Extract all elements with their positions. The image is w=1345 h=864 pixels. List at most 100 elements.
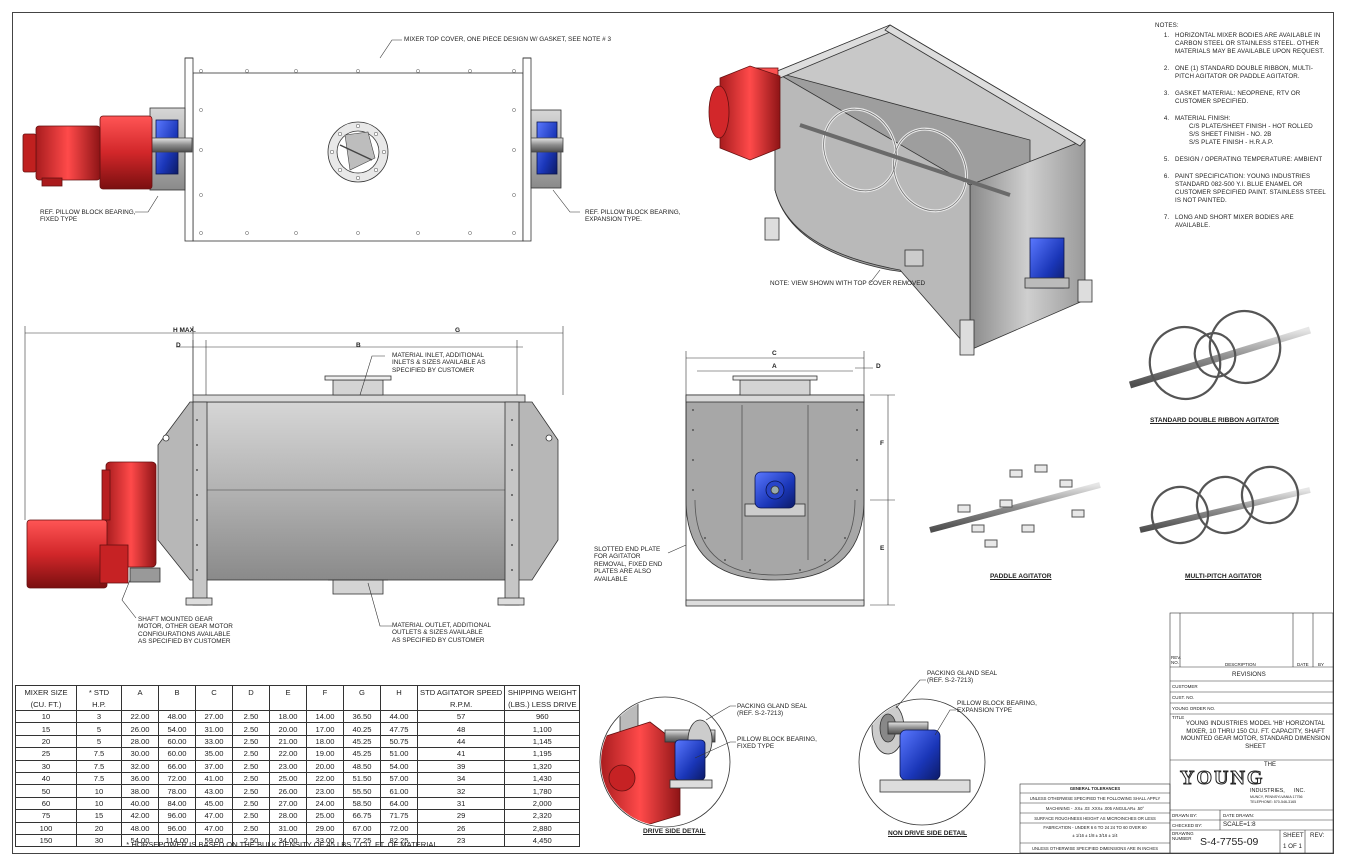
table-cell: 96.00	[158, 809, 196, 823]
table-cell: 23.00	[306, 784, 344, 798]
revisions-label: REVISIONS	[1232, 671, 1266, 678]
table-cell: 31	[416, 796, 506, 811]
column-header: C	[195, 685, 233, 698]
gear-motor-callout: SHAFT MOUNTED GEAR MOTOR, OTHER GEAR MOT…	[138, 616, 233, 646]
column-subheader: (LBS.) LESS DRIVE	[504, 698, 581, 711]
cust-no-label: CUST. NO.	[1172, 695, 1195, 700]
table-cell: 48.00	[158, 709, 196, 724]
table-cell: 41	[416, 747, 506, 761]
table-cell: 29	[416, 809, 506, 823]
table-cell: 2.50	[232, 784, 270, 798]
table-cell: 18.00	[269, 709, 307, 724]
note-finish-label: MATERIAL FINISH:	[1175, 115, 1231, 122]
table-cell: 42.00	[121, 809, 159, 823]
title-label: TITLE	[1172, 715, 1185, 720]
checked-by-label: CHECKED BY:	[1172, 823, 1203, 828]
young-order-label: YOUNG ORDER NO.	[1172, 706, 1216, 711]
table-cell: 26.00	[269, 784, 307, 798]
end-elevation	[667, 351, 895, 607]
date-drawn-label: DATE DRAWN:	[1223, 813, 1254, 818]
by-header: BY	[1318, 662, 1325, 667]
table-cell: 2.50	[232, 821, 270, 835]
table-cell: 60.00	[158, 734, 196, 749]
note-finish-line: S/S PLATE FINISH - H.R.A.P.	[1189, 139, 1274, 146]
table-cell: 7.5	[76, 747, 122, 761]
dim-b: B	[356, 342, 361, 349]
table-cell: 57	[416, 709, 506, 724]
drawing-border	[12, 12, 1334, 854]
table-cell: 5	[76, 734, 122, 749]
table-cell: 40	[15, 771, 77, 786]
table-cell: 20.00	[269, 722, 307, 736]
table-cell: 32	[416, 784, 506, 798]
column-header: G	[343, 685, 381, 698]
table-cell: 40.00	[121, 796, 159, 811]
table-cell: 22.00	[306, 771, 344, 786]
table-cell: 60	[15, 796, 77, 811]
drawing-title: YOUNG INDUSTRIES MODEL 'HB' HORIZONTAL M…	[1181, 720, 1330, 750]
table-cell: 20	[15, 734, 77, 749]
customer-label: CUSTOMER	[1172, 684, 1198, 689]
column-subheader: (CU. FT.)	[15, 698, 77, 711]
tolerance-line: UNLESS OTHERWISE SPECIFIED DIMENSIONS AR…	[1031, 846, 1159, 851]
note-finish-line: S/S SHEET FINISH - NO. 2B	[1189, 131, 1272, 138]
note-item: PAINT SPECIFICATION: YOUNG INDUSTRIES ST…	[1171, 173, 1327, 205]
dim-e: E	[880, 545, 885, 552]
column-header: STD AGITATOR SPEED	[416, 685, 506, 698]
table-cell: 2,320	[504, 809, 581, 823]
table-cell: 19.00	[306, 747, 344, 761]
table-cell: 17.00	[306, 722, 344, 736]
column-header: F	[306, 685, 344, 698]
dim-d-left: D	[176, 342, 181, 349]
table-cell: 10	[76, 784, 122, 798]
table-cell: 67.00	[343, 821, 381, 835]
table-cell: 2,880	[504, 821, 581, 835]
table-cell: 77.25	[343, 833, 381, 848]
column-header: D	[232, 685, 270, 698]
table-cell: 1,100	[504, 722, 581, 736]
table-cell: 2.50	[232, 809, 270, 823]
table-cell: 41.00	[195, 771, 233, 786]
table-cell: 26	[416, 821, 506, 835]
table-cell: 33.00	[195, 734, 233, 749]
logo-the: THE	[1264, 762, 1276, 768]
table-cell: 44	[416, 734, 506, 749]
table-cell: 25.00	[306, 809, 344, 823]
table-cell: 22.00	[121, 709, 159, 724]
table-cell: 25	[15, 747, 77, 761]
expansion-bearing-callout: REF. PILLOW BLOCK BEARING, EXPANSION TYP…	[585, 209, 681, 224]
column-header: H	[380, 685, 418, 698]
column-header: * STD	[76, 685, 122, 698]
dim-h-max: H MAX.	[173, 327, 196, 334]
column-subheader	[195, 698, 233, 711]
date-header: DATE	[1297, 662, 1309, 667]
table-cell: 36.00	[121, 771, 159, 786]
table-cell: 75	[15, 809, 77, 823]
table-cell: 51.50	[343, 771, 381, 786]
table-cell: 7.5	[76, 759, 122, 773]
table-cell: 27.00	[269, 796, 307, 811]
table-cell: 21.00	[269, 734, 307, 749]
note-item: ONE (1) STANDARD DOUBLE RIBBON, MULTI-PI…	[1171, 65, 1327, 81]
table-footnote: * HORSEPOWER IS BASED ON THE BULK DENSIT…	[126, 840, 438, 849]
note-finish-line: C/S PLATE/SHEET FINISH - HOT ROLLED	[1189, 123, 1313, 130]
dim-d-right: D	[876, 363, 881, 370]
table-cell: 71.75	[380, 809, 418, 823]
logo-inc: INC.	[1294, 788, 1305, 794]
table-cell: 45.25	[343, 747, 381, 761]
table-header-row: (CU. FT.)H.P.R.P.M.(LBS.) LESS DRIVE	[15, 698, 581, 711]
table-cell: 47.00	[195, 809, 233, 823]
table-cell: 34.00	[269, 833, 307, 848]
table-cell: 1,430	[504, 771, 581, 786]
table-cell: 64.00	[380, 796, 418, 811]
tolerance-line: ± 1/16 ± 1/8 ± 3/16 ± 1/4	[1072, 833, 1118, 838]
rev-no-header: REV. NO.	[1171, 655, 1182, 665]
table-cell: 30.00	[121, 747, 159, 761]
drawn-by-label: DRAWN BY:	[1172, 813, 1198, 818]
column-header: MIXER SIZE	[15, 685, 77, 698]
